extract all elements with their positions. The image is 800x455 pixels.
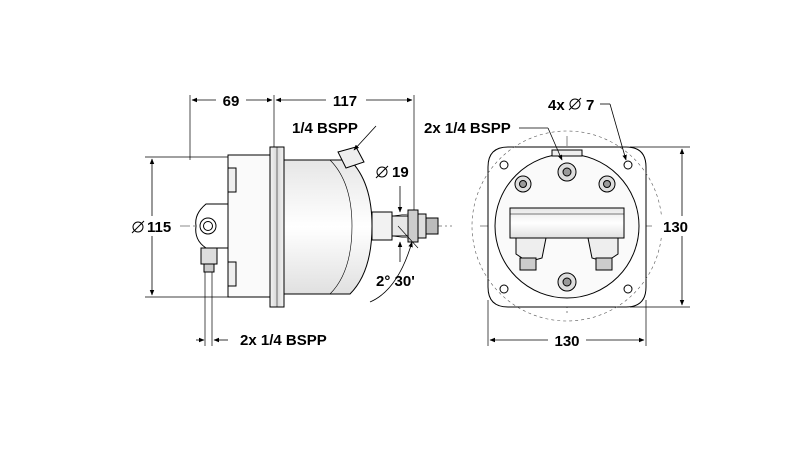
pump-body <box>283 159 373 295</box>
label-diam-19: 19 <box>392 164 409 181</box>
dim-117: 117 <box>275 90 415 210</box>
flange-hole-bl <box>499 284 509 294</box>
label-holes: 7 <box>586 97 594 114</box>
label-117: 117 <box>333 93 357 110</box>
label-diam-115: 115 <box>147 219 171 236</box>
dim-angle: 2° 30' <box>369 225 419 303</box>
dim-diam-115: 115 <box>128 156 228 298</box>
flange-hole-tl <box>499 160 509 170</box>
dim-69: 69 <box>189 90 275 160</box>
label-130-horizontal: 130 <box>554 333 579 350</box>
callout-front-ports: 2x 1/4 BSPP <box>424 120 563 161</box>
shaft-housing <box>371 211 393 241</box>
label-holes-prefix: 4x <box>548 97 565 114</box>
shaft-nut <box>407 209 419 243</box>
center-block <box>509 207 625 239</box>
flange-hole-br <box>623 284 633 294</box>
dim-130-horizontal: 130 <box>487 300 647 350</box>
label-69: 69 <box>223 93 240 110</box>
callout-holes: 4x 7 <box>548 97 627 161</box>
callout-top-port: 1/4 BSPP <box>292 120 377 151</box>
bottom-port-fitting <box>200 247 218 265</box>
flange-hole-tr <box>623 160 633 170</box>
callout-bottom-ports: 2x 1/4 BSPP <box>196 272 327 349</box>
top-port-cap <box>337 146 365 169</box>
front-view <box>471 130 663 322</box>
label-top-port: 1/4 BSPP <box>292 120 358 137</box>
label-angle: 2° 30' <box>376 273 415 290</box>
label-bottom-ports: 2x 1/4 BSPP <box>240 332 327 349</box>
label-front-ports: 2x 1/4 BSPP <box>424 120 511 137</box>
label-130-vertical: 130 <box>663 219 688 236</box>
dim-130-vertical: 130 <box>630 146 698 308</box>
side-view <box>180 146 452 308</box>
dim-diam-19: 19 <box>375 164 409 262</box>
